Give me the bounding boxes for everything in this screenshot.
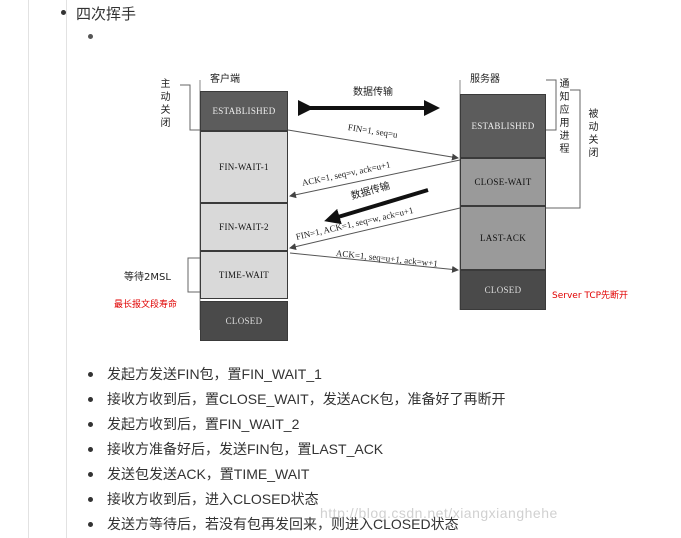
- server-state-closed: CLOSED: [460, 270, 546, 310]
- list-item: 发送方等待后，若没有包再发回来，则进入CLOSED状态: [83, 515, 506, 538]
- server-state-close-wait: CLOSE-WAIT: [460, 158, 546, 206]
- list-bullet: [88, 34, 93, 39]
- list-item: 发起方收到后，置FIN_WAIT_2: [83, 415, 506, 440]
- active-close-label: 主动关闭: [160, 79, 171, 129]
- client-state-time-wait: TIME-WAIT: [200, 251, 288, 299]
- max-segment-life-note: 最长报文段寿命: [114, 300, 178, 310]
- list-item: 接收方准备好后，发送FIN包，置LAST_ACK: [83, 440, 506, 465]
- server-tcp-first-note: Server TCP先断开: [552, 291, 629, 301]
- list-bullet: [61, 10, 66, 15]
- fin1-arrow: [287, 129, 459, 161]
- list-item: 发送包发送ACK，置TIME_WAIT: [83, 465, 506, 490]
- client-state-fin-wait-2: FIN-WAIT-2: [200, 203, 288, 251]
- ack-arrow: [289, 159, 461, 199]
- list-bullet: [88, 522, 93, 527]
- final-ack-arrow: [289, 252, 459, 273]
- list-rail: [66, 0, 67, 538]
- list-item-heading: 四次挥手: [76, 6, 137, 23]
- server-state-established: ESTABLISHED: [460, 94, 546, 158]
- list-bullet: [88, 497, 93, 502]
- list-bullet: [88, 422, 93, 427]
- fin2-arrow: [289, 207, 461, 251]
- data-transfer-label: 数据传输: [353, 87, 393, 98]
- list-bullet: [88, 397, 93, 402]
- client-label: 客户端: [210, 74, 240, 85]
- watermark: http://blog.csdn.net/xiangxianghehe: [320, 505, 558, 521]
- client-state-closed: CLOSED: [200, 301, 288, 341]
- steps-list: 发起方发送FIN包，置FIN_WAIT_1 接收方收到后，置CLOSE_WAIT…: [83, 365, 506, 538]
- list-bullet: [88, 372, 93, 377]
- list-bullet: [88, 447, 93, 452]
- list-bullet: [88, 472, 93, 477]
- list-item: 接收方收到后，置CLOSE_WAIT，发送ACK包，准备好了再断开: [83, 390, 506, 415]
- client-state-fin-wait-1: FIN-WAIT-1: [200, 131, 288, 203]
- server-label: 服务器: [470, 74, 500, 85]
- list-item: 发起方发送FIN包，置FIN_WAIT_1: [83, 365, 506, 390]
- tcp-four-way-handshake-diagram: 客户端 服务器 数据传输 数据传输 主动关闭 通知应用进程 被动关闭 ESTAB…: [100, 60, 640, 350]
- notify-app-label: 通知应用进程: [559, 79, 570, 155]
- list-rail: [28, 0, 29, 538]
- server-state-last-ack: LAST-ACK: [460, 206, 546, 270]
- passive-close-label: 被动关闭: [588, 109, 599, 159]
- client-state-established: ESTABLISHED: [200, 91, 288, 131]
- wait-2msl-label: 等待2MSL: [124, 272, 171, 283]
- list-item: 接收方收到后，进入CLOSED状态: [83, 490, 506, 515]
